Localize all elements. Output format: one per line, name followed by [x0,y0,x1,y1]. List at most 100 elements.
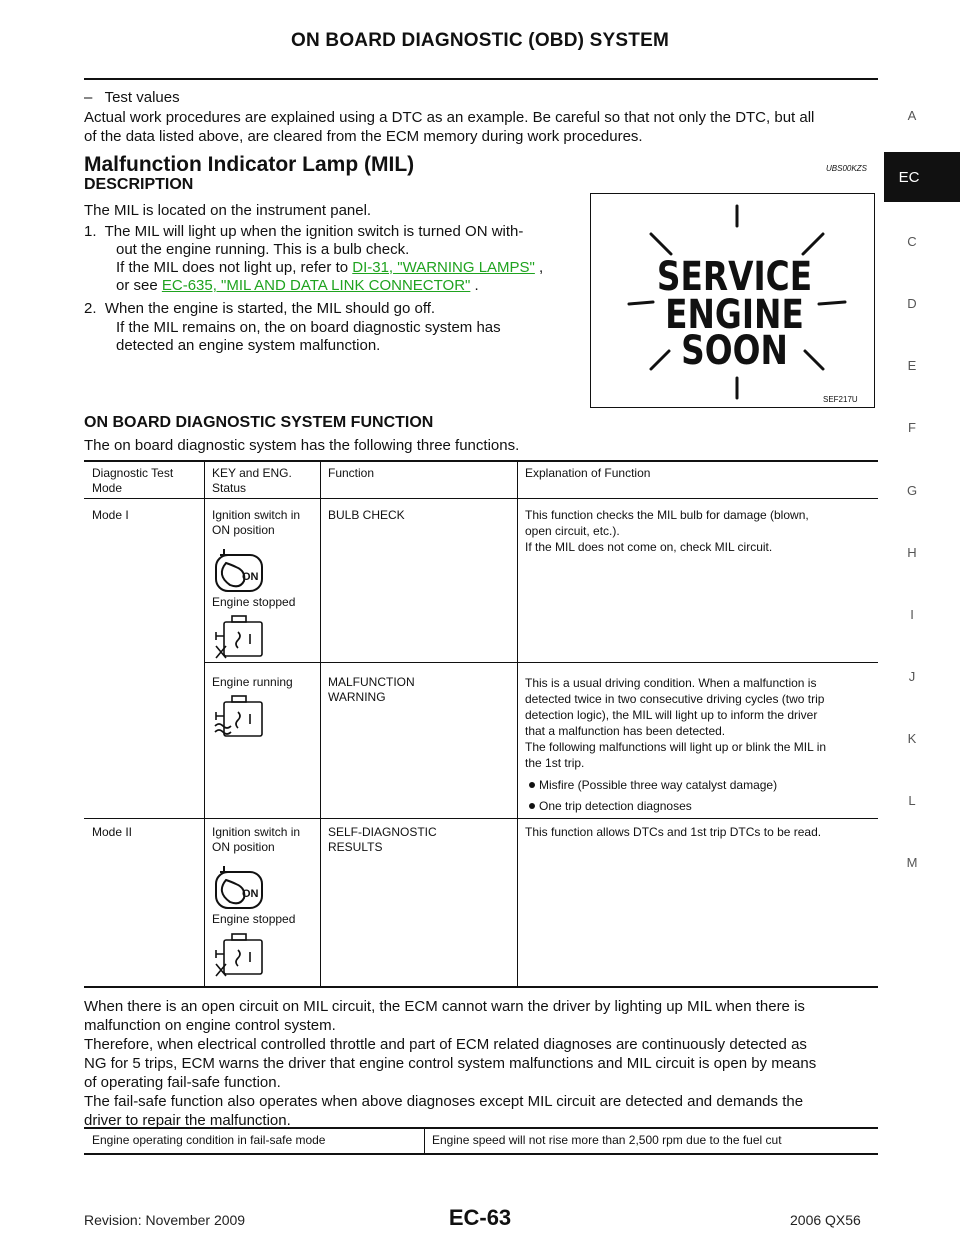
mode-2-explain: This function allows DTCs and 1st trip D… [525,825,822,839]
mode-1-function-b2: WARNING [328,690,386,704]
mil-figure-graphic: SERVICE ENGINE SOON SEF217U [627,204,858,404]
mode-1-label: Mode I [92,508,129,522]
mode-1-status-a2: ON position [212,523,275,537]
closing-line-7: driver to repair the malfunction. [84,1112,291,1129]
item1-line2: out the engine running. This is a bulb c… [116,241,410,258]
mode-1-status-a3: Engine stopped [212,595,296,609]
link-ec-635[interactable]: EC-635, "MIL AND DATA LINK CONNECTOR" [161,277,471,294]
ignition-key-icon: ON [215,549,263,592]
failsafe-col-divider [424,1127,425,1153]
test-values-item: – Test values [84,89,180,106]
mode-1-explain-a2: open circuit, etc.). [525,524,620,538]
mil-text-service: SERVICE [657,253,812,300]
table-col-divider-2 [320,460,321,986]
table-col-divider-3 [517,460,518,986]
bullet-icon [529,782,535,788]
footer-revision: Revision: November 2009 [84,1212,246,1228]
col-header-mode-2: Mode [92,481,123,495]
col-header-status-1: KEY and ENG. [212,466,292,480]
side-index-a[interactable]: A [907,108,917,123]
mode-2-status-3: Engine stopped [212,912,296,926]
intro-line-2: of the data listed above, are cleared fr… [84,128,643,145]
mode-1-explain-b1: This is a usual driving condition. When … [525,676,817,690]
side-index-f[interactable]: F [908,420,916,435]
table-row-rule [84,818,878,819]
mode-2-function-2: RESULTS [328,840,383,854]
side-index-i[interactable]: I [910,607,914,622]
mode-1-function-a: BULB CHECK [328,508,405,522]
item2-line2: If the MIL remains on, the on board diag… [116,319,501,336]
closing-line-2: malfunction on engine control system. [84,1017,336,1034]
side-index-e[interactable]: E [907,358,917,373]
closing-line-5: of operating fail-safe function. [84,1074,281,1091]
mode-1-explain-b5: The following malfunctions will light up… [525,740,827,754]
col-header-mode-1: Diagnostic Test [92,466,174,480]
ignition-key-icon: ON [215,866,263,909]
closing-line-4: NG for 5 trips, ECM warns the driver tha… [84,1055,817,1072]
failsafe-top-rule [84,1127,878,1129]
side-index-c[interactable]: C [907,234,917,249]
side-index-k[interactable]: K [907,731,917,746]
mil-text-engine: ENGINE [665,291,804,338]
mode-1-explain-b4: that a malfunction has been detected. [525,724,726,738]
table-bottom-rule [84,986,878,988]
bullet-item-1: Misfire (Possible three way catalyst dam… [529,778,777,793]
desc-line-1: The MIL is located on the instrument pan… [84,202,372,219]
side-index-j[interactable]: J [908,669,916,684]
side-index-active-tab[interactable]: EC [884,152,960,202]
key-on-label: ON [242,571,259,583]
col-header-status-2: Status [212,481,247,495]
closing-line-6: The fail-safe function also operates whe… [84,1093,804,1110]
mil-text-soon: SOON [681,327,788,374]
mode-2-function-1: SELF-DIAGNOSTIC [328,825,437,839]
side-index-m[interactable]: M [906,855,918,870]
failsafe-condition: Engine operating condition in fail-safe … [92,1133,326,1147]
item1-line4: or see EC-635, "MIL AND DATA LINK CONNEC… [116,276,479,295]
bullet-item-2: One trip detection diagnoses [529,799,692,814]
col-header-function: Function [328,466,375,480]
header-divider [84,78,878,80]
side-index-h[interactable]: H [907,545,917,560]
intro-line-1: Actual work procedures are explained usi… [84,109,815,126]
item1-line4-text: or see [116,277,162,294]
mode-1-explain-b6: the 1st trip. [525,756,585,770]
engine-running-icon [214,695,263,737]
description-heading: DESCRIPTION [84,176,194,193]
item2-line1: 2. When the engine is started, the MIL s… [84,300,436,317]
mode-1-explain-b2: detected twice in two consecutive drivin… [525,692,825,706]
bullet-item-1-text: Misfire (Possible three way catalyst dam… [539,778,778,792]
side-index-d[interactable]: D [907,296,917,311]
table-top-rule [84,460,878,462]
mode-2-status-1: Ignition switch in [212,825,301,839]
mil-rays [627,204,847,400]
closing-line-3: Therefore, when electrical controlled th… [84,1036,807,1053]
failsafe-bottom-rule [84,1153,878,1155]
section-title-mil: Malfunction Indicator Lamp (MIL) [84,153,415,176]
obd-function-intro: The on board diagnostic system has the f… [84,437,520,454]
key-on-label: ON [242,888,259,900]
mode-1-status-b: Engine running [212,675,293,689]
item1-line4-tail: . [470,277,479,294]
bullet-icon [529,803,535,809]
failsafe-result: Engine speed will not rise more than 2,5… [432,1133,782,1147]
mode-2-status-2: ON position [212,840,275,854]
footer-model: 2006 QX56 [790,1212,861,1228]
section-code: UBS00KZS [826,164,867,173]
mode-1-explain-a1: This function checks the MIL bulb for da… [525,508,809,522]
page-number: EC-63 [448,1205,512,1230]
mode-1-explain-a3: If the MIL does not come on, check MIL c… [525,540,773,554]
side-index-l[interactable]: L [908,793,916,808]
obd-function-heading: ON BOARD DIAGNOSTIC SYSTEM FUNCTION [84,414,434,431]
link-di-31[interactable]: DI-31, "WARNING LAMPS" [352,259,535,276]
page-title: ON BOARD DIAGNOSTIC (OBD) SYSTEM [291,30,669,51]
engine-stopped-icon [215,933,263,977]
col-header-explanation: Explanation of Function [525,466,651,480]
item1-line3-text: If the MIL does not light up, refer to [116,259,353,276]
table-subrow-rule [205,662,878,663]
side-index-g[interactable]: G [906,483,918,498]
mode-2-label: Mode II [92,825,133,839]
closing-line-1: When there is an open circuit on MIL cir… [84,998,805,1015]
mode-1-function-b1: MALFUNCTION [328,675,415,689]
item1-line1: 1. The MIL will light up when the igniti… [84,223,524,240]
table-header-rule [84,498,878,499]
